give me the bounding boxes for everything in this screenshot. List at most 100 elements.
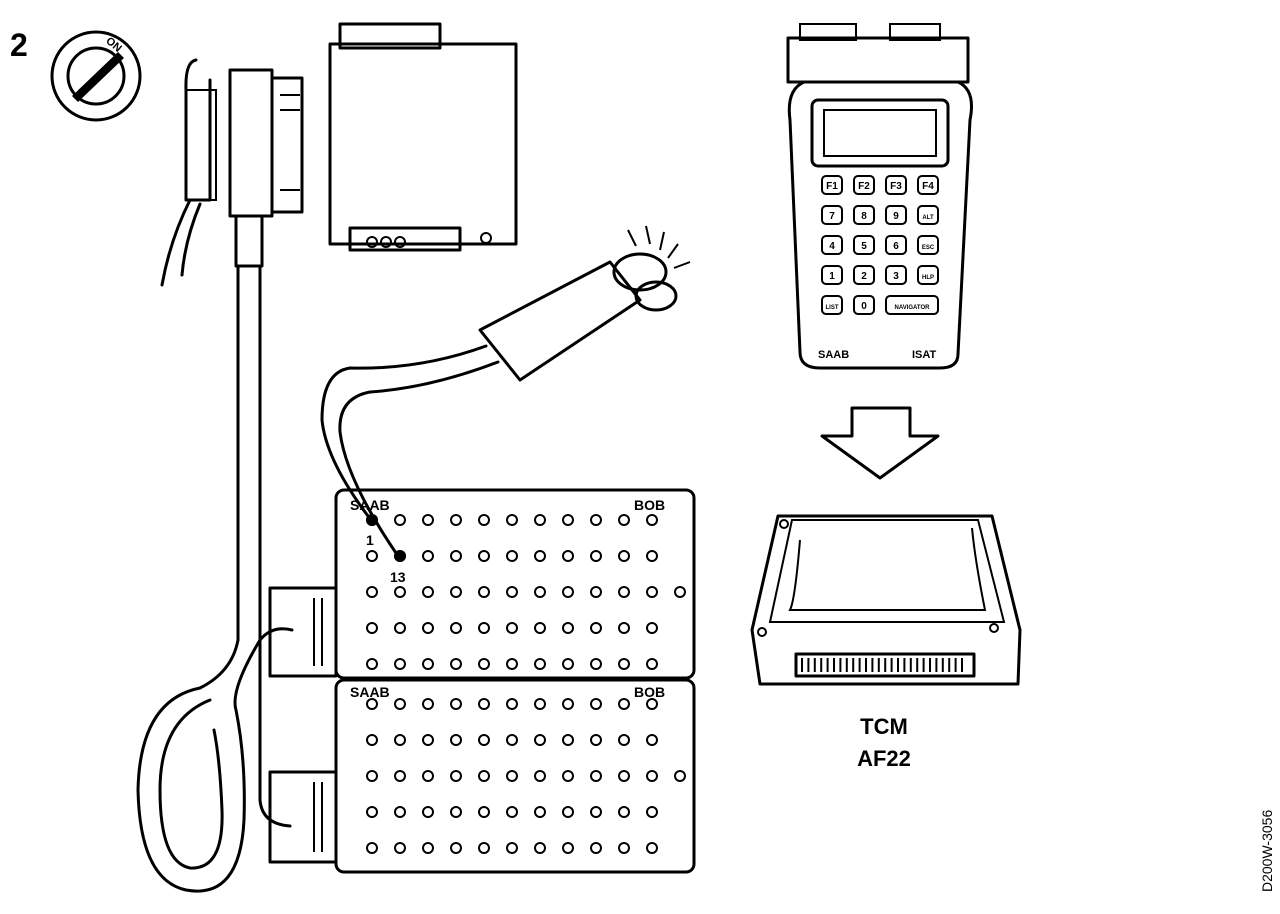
pin-hole (562, 586, 574, 598)
pin-hole (478, 514, 490, 526)
isat-key (917, 175, 939, 195)
pin-hole (422, 734, 434, 746)
pin-hole (534, 658, 546, 670)
pin-hole (506, 698, 518, 710)
pin-hole (506, 806, 518, 818)
pin-hole (590, 806, 602, 818)
isat-key (853, 235, 875, 255)
pin-hole (590, 698, 602, 710)
pin-hole (618, 698, 630, 710)
pin-hole (534, 734, 546, 746)
breakout-cable (136, 264, 294, 893)
pin-hole (450, 842, 462, 854)
pin-hole (618, 622, 630, 634)
isat-key-label: 7 (829, 211, 835, 222)
isat-key (917, 265, 939, 285)
pin-hole (618, 806, 630, 818)
isat-key (853, 295, 875, 315)
pin-hole (646, 622, 658, 634)
pin-hole (618, 734, 630, 746)
pin-hole (366, 734, 378, 746)
pin-hole (562, 622, 574, 634)
pin-hole (478, 842, 490, 854)
pin-hole (478, 806, 490, 818)
pin-hole (618, 658, 630, 670)
module-variant: AF22 (857, 746, 911, 771)
pin-hole (674, 770, 686, 782)
isat-key (821, 205, 843, 225)
isat-key-label: NAVIGATOR (894, 305, 930, 311)
pin-hole (646, 734, 658, 746)
pin-hole (618, 514, 630, 526)
pin-hole (618, 550, 630, 562)
isat-key-label: ESC (922, 245, 935, 251)
pin-hole (478, 622, 490, 634)
pin-hole (422, 658, 434, 670)
pin-hole (422, 770, 434, 782)
pin-hole (450, 770, 462, 782)
pin-hole (562, 806, 574, 818)
control-module-top (328, 22, 518, 252)
pin-hole (534, 514, 546, 526)
pin-hole (590, 514, 602, 526)
pin-hole (534, 842, 546, 854)
pin-hole (478, 586, 490, 598)
bob-side-connectors (268, 586, 338, 864)
isat-key-label: F4 (922, 181, 934, 192)
pin-hole (590, 770, 602, 782)
isat-key (821, 295, 843, 315)
pin-hole (534, 806, 546, 818)
pin-hole (450, 586, 462, 598)
pin-hole (646, 806, 658, 818)
pin-hole (590, 550, 602, 562)
isat-key (885, 175, 907, 195)
pin-hole (394, 734, 406, 746)
isat-name: ISAT (912, 349, 937, 361)
pin-hole (394, 770, 406, 782)
pin-hole (534, 622, 546, 634)
module-name: TCM (860, 714, 908, 739)
pin-hole (534, 586, 546, 598)
pin-hole (450, 734, 462, 746)
isat-key (917, 235, 939, 255)
pin-hole (618, 770, 630, 782)
pin-hole (394, 698, 406, 710)
pin-hole (394, 806, 406, 818)
pin-hole (422, 550, 434, 562)
isat-key-label: LIST (826, 305, 839, 311)
pin-hole (646, 514, 658, 526)
pin-hole (394, 622, 406, 634)
isat-key-label: F2 (858, 181, 870, 192)
isat-key-label: 6 (893, 241, 899, 252)
pin-hole (450, 622, 462, 634)
pin-hole (506, 734, 518, 746)
pin-hole (366, 658, 378, 670)
pin-hole (422, 622, 434, 634)
isat-key (853, 175, 875, 195)
bob-lower-brand: SAAB (350, 684, 390, 700)
isat-key-label: 8 (861, 211, 867, 222)
pin-label-1: 1 (366, 532, 374, 548)
isat-key (885, 295, 939, 315)
pin-hole (506, 514, 518, 526)
pin-hole (366, 770, 378, 782)
tcm-module (750, 514, 1022, 686)
pin-hole (534, 770, 546, 782)
isat-key (885, 265, 907, 285)
pin-hole (450, 806, 462, 818)
pin-hole (506, 550, 518, 562)
isat-key-label: F1 (826, 181, 838, 192)
pin-hole (562, 550, 574, 562)
pin-hole (590, 586, 602, 598)
pin-hole (422, 586, 434, 598)
isat-key-label: 4 (829, 241, 835, 252)
isat-key (821, 175, 843, 195)
pin-hole (394, 658, 406, 670)
pin-hole (422, 806, 434, 818)
bob-upper-brand: SAAB (350, 497, 390, 513)
pin-hole (534, 550, 546, 562)
pin-hole (646, 550, 658, 562)
pin-hole (366, 698, 378, 710)
